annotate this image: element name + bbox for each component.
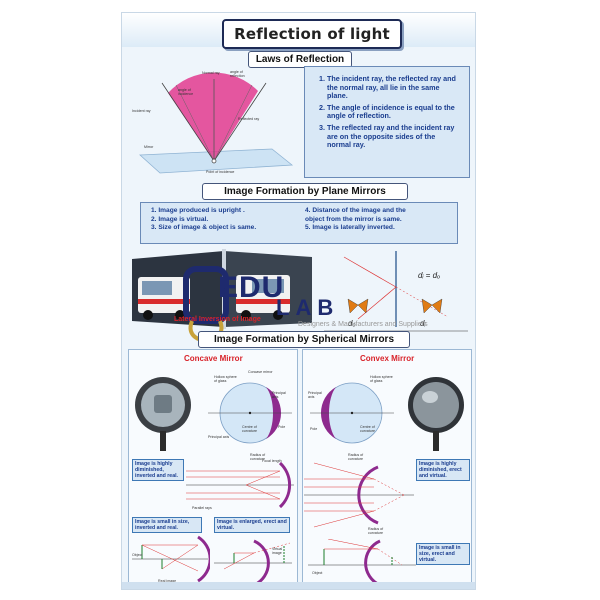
watermark-edu: EDU <box>218 271 285 304</box>
watermark-subtitle: Designers & Manufacturers and Suppliers <box>298 321 428 328</box>
concave-title: Concave Mirror <box>184 354 243 363</box>
angle-sector <box>168 72 258 161</box>
laws-heading: Laws of Reflection <box>248 51 352 68</box>
law-item: The angle of incidence is equal to the a… <box>327 103 461 121</box>
convex-object-label: Object <box>312 571 323 575</box>
convex-pole-label: Pole <box>310 427 318 431</box>
concave-pole-label: Pole <box>278 425 286 429</box>
lateral-inversion-caption: Lateral Inversion of Image <box>174 316 261 323</box>
parallel-rays-label: Parallel rays <box>192 506 212 510</box>
title-box: Reflection of light <box>222 19 402 49</box>
angle-reflection-label: angle of reflection <box>230 70 245 78</box>
concave-sphere-diagram <box>208 382 292 444</box>
ambulance-mirror-photo <box>132 249 312 329</box>
normal-ray-label: Normal ray <box>202 71 220 75</box>
convex-ray-diagram-2 <box>308 539 416 585</box>
reflected-ray-label: Reflected ray <box>238 117 260 121</box>
laws-list: The incident ray, the reflected ray and … <box>315 74 461 150</box>
property-item: 5. Image is laterally inverted. <box>305 224 395 232</box>
convex-case-1: Image is highly diminished, erect and vi… <box>416 459 470 481</box>
page-title: Reflection of light <box>234 25 390 43</box>
convex-title: Convex Mirror <box>360 354 415 363</box>
concave-case-3: Image is enlarged, erect and virtual. <box>214 517 290 533</box>
object-label: Object <box>132 553 143 557</box>
properties-left: 1. Image produced is upright . 2. Image … <box>151 207 256 233</box>
d-object-label: dₒ <box>348 319 356 328</box>
convex-hollow-label: Hollow sphere of glass <box>370 375 393 383</box>
concave-center-label: Centre of curvature <box>242 425 257 433</box>
virtual-image-label: Virtual image <box>272 547 283 555</box>
concave-ray-diagram-1 <box>186 461 294 509</box>
butterfly-image <box>347 298 359 314</box>
convex-center-label: Centre of curvature <box>360 425 375 433</box>
mirror-label: Mirror <box>144 145 154 149</box>
property-item: object from the mirror is same. <box>305 215 402 223</box>
concave-ray-diagram-2 <box>132 535 210 583</box>
convex-case-2: Image is small in size, erect and virtua… <box>416 543 470 565</box>
law-item: The reflected ray and the incident ray a… <box>327 123 461 150</box>
point-of-incidence-marker <box>211 158 217 164</box>
incident-ray-label: Incident ray <box>132 109 151 113</box>
plane-heading: Image Formation by Plane Mirrors <box>202 183 408 200</box>
watermark-lab: LAB <box>276 295 340 320</box>
convex-mirror-photo <box>408 377 464 451</box>
convex-radius-ray-label: Radius of curvature <box>368 527 384 535</box>
convex-principal-axis-label: Principal axis <box>308 391 322 399</box>
reflected-ray-2 <box>213 84 253 162</box>
reflected-ray <box>213 82 267 162</box>
concave-principal-axis-label: Principal axis <box>272 391 286 399</box>
laws-list-box: The incident ray, the reflected ray and … <box>304 66 470 178</box>
concave-principal-axis-label-2: Principal axis <box>208 435 230 439</box>
reflection-diagram <box>139 72 294 174</box>
property-item: 4. Distance of the image and the <box>305 207 406 214</box>
plane-mirror-diagram <box>324 251 468 332</box>
concave-mirror-photo <box>135 377 191 451</box>
real-image-label: Real image <box>158 579 177 583</box>
concave-case-2: Image is small in size, inverted and rea… <box>132 517 202 533</box>
property-item: 1. Image produced is upright . <box>151 207 245 214</box>
convex-sphere-diagram <box>310 382 394 444</box>
convex-radius-label: Radius of curvature <box>348 453 364 461</box>
incident-ray <box>161 82 215 162</box>
equation-label: dᵢ = dₒ <box>418 271 441 280</box>
property-item: 2. Image is virtual. <box>151 215 209 223</box>
focal-length-label: Focal length <box>262 459 282 463</box>
concave-case-1: Image is highly diminished, inverted and… <box>132 459 184 481</box>
d-image-label: dᵢ <box>420 319 426 328</box>
property-item: 3. Size of image & object is same. <box>151 224 257 232</box>
convex-ray-diagram-1 <box>304 462 414 528</box>
spherical-heading: Image Formation by Spherical Mirrors <box>198 331 410 348</box>
concave-ray-diagram-3 <box>214 539 292 585</box>
reflection-chart: Reflection of light Laws of Reflection N… <box>121 12 476 590</box>
butterfly-object <box>421 298 433 314</box>
incident-ray-2 <box>175 84 215 162</box>
concave-mirror-label: Concave mirror <box>248 370 273 374</box>
angle-incidence-label: angle of incidence <box>178 88 194 96</box>
concave-radius-label: Radius of curvature <box>250 453 266 461</box>
law-item: The incident ray, the reflected ray and … <box>327 74 461 101</box>
point-incidence-label: Point of incidence <box>206 170 235 174</box>
properties-right: 4. Distance of the image and the object … <box>305 207 406 233</box>
concave-hollow-label: Hollow sphere of glass <box>214 375 237 383</box>
footer-strip <box>122 582 475 589</box>
plane-properties-box: 1. Image produced is upright . 2. Image … <box>140 202 458 244</box>
